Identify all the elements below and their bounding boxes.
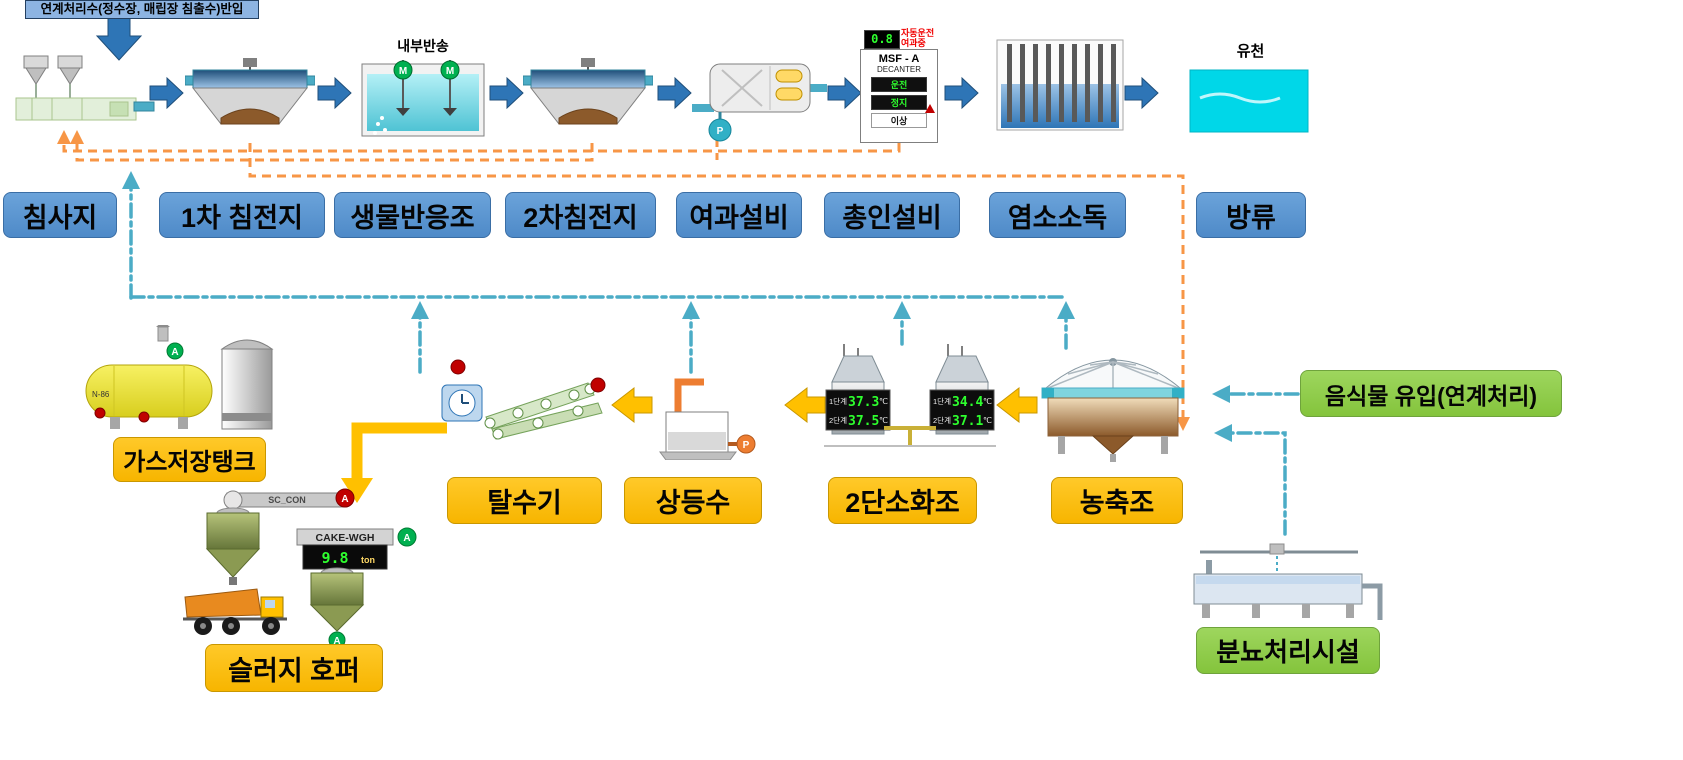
stage-label-bioreactor: 생물반응조 [334, 192, 491, 238]
svg-text:2단계: 2단계 [933, 415, 951, 425]
outfall-icon: 유천 [1188, 40, 1313, 140]
sludge-hopper-group-icon: SC_CON A CAKE-WGH 9.8 ton A [175, 485, 435, 650]
bioreactor-icon: 내부반송 M M [358, 36, 488, 144]
nightsoil-line [1214, 424, 1287, 536]
stage-label-grit: 침사지 [3, 192, 117, 238]
svg-text:℃: ℃ [879, 397, 888, 406]
stage-label-secondary: 2차침전지 [505, 192, 656, 238]
svg-text:2단계: 2단계 [829, 415, 847, 425]
internal-recycle-label: 내부반송 [397, 38, 449, 54]
secondary-clarifier-icon [522, 56, 654, 144]
flow-arrow-icon [489, 76, 524, 110]
phos-auto-status: 자동운전 여과중 [901, 28, 934, 48]
filter-unit-icon: P [692, 52, 827, 147]
alarm-lamp-icon [590, 377, 606, 393]
conveyor-tag: SC_CON [268, 495, 306, 505]
cake-scale-value: 9.8 [321, 549, 348, 567]
nightsoil-facility-icon [1182, 530, 1392, 626]
svg-text:37.1: 37.1 [952, 414, 983, 429]
svg-text:A: A [171, 347, 178, 358]
indicator-a-badge: A [166, 342, 184, 360]
supernatant-tank-icon: P [652, 368, 762, 461]
stage-label-primary: 1차 침전지 [159, 192, 325, 238]
indicator-a-badge: A [397, 527, 417, 547]
stage-label-discharge: 방류 [1196, 192, 1306, 238]
cake-scale-name: CAKE-WGH [316, 532, 375, 544]
svg-text:37.5: 37.5 [848, 414, 879, 429]
alarm-triangle-icon [925, 104, 935, 113]
alarm-lamp-icon [450, 359, 466, 375]
flow-arrow-icon [827, 76, 862, 110]
flow-arrow-icon [1124, 76, 1159, 110]
pump-letter: P [717, 126, 724, 137]
thickener-icon [1038, 348, 1188, 463]
phos-led-value: 0.8 [864, 30, 900, 49]
stage-label-phosphorus: 총인설비 [824, 192, 960, 238]
phos-auto-line2: 여과중 [901, 38, 926, 48]
outfall-label: 유천 [1236, 43, 1265, 60]
svg-text:34.4: 34.4 [952, 395, 983, 410]
stage-label-chlorine: 염소소독 [989, 192, 1126, 238]
svg-text:A: A [333, 636, 340, 647]
digester-readout-right: 1단계 34.4 ℃ 2단계 37.1 ℃ [929, 389, 995, 431]
transfer-arrow-icon [611, 386, 653, 424]
mixer-icon: M [393, 60, 413, 80]
phos-status-fault: 이상 [871, 113, 927, 128]
svg-text:℃: ℃ [983, 397, 992, 406]
flow-arrow-icon [944, 76, 979, 110]
phos-type: DECANTER [876, 65, 921, 74]
digester-readout-left: 1단계 37.3 ℃ 2단계 37.5 ℃ [825, 389, 891, 431]
phosphorus-panel-icon: 0.8 자동운전 여과중 MSF - A DECANTER 운전 정지 이상 [860, 28, 938, 143]
digester-icon: 1단계 37.3 ℃ 2단계 37.5 ℃ 1단계 34.4 ℃ 2단계 37.… [818, 340, 1003, 470]
phos-name: MSF - A [878, 53, 920, 65]
svg-text:1단계: 1단계 [933, 396, 951, 406]
label-digester: 2단소화조 [828, 477, 977, 524]
cake-discharge-elbow [351, 422, 447, 478]
phos-panel-body: MSF - A DECANTER 운전 정지 이상 [860, 49, 938, 143]
indicator-a-badge: A [335, 488, 355, 508]
flow-arrow-icon [657, 76, 692, 110]
inflow-note: 연계처리수(정수장, 매립장 침출수)반입 [25, 0, 259, 19]
gas-storage-icon: A N-86 [80, 321, 280, 437]
grit-chamber-icon [12, 50, 157, 142]
flow-arrow-icon [317, 76, 352, 110]
pump-icon: P [736, 434, 756, 454]
label-nightsoil: 분뇨처리시설 [1196, 627, 1380, 674]
label-gas-tank: 가스저장탱크 [113, 437, 266, 482]
label-dewatering: 탈수기 [447, 477, 602, 524]
primary-clarifier-icon [184, 56, 316, 144]
gas-tank-tag: N-86 [92, 390, 110, 399]
mixer-icon: M [440, 60, 460, 80]
valve-lamp-icon [94, 407, 106, 419]
chlorine-contact-icon [995, 38, 1125, 138]
svg-text:℃: ℃ [983, 416, 992, 425]
phos-auto-line1: 자동운전 [901, 28, 935, 38]
phos-status-stop: 정지 [871, 95, 927, 110]
svg-text:P: P [743, 440, 750, 451]
svg-text:A: A [341, 494, 348, 505]
pump-icon: P [708, 118, 732, 142]
belt-press-icon [438, 355, 618, 460]
phos-status-run: 운전 [871, 77, 927, 92]
label-supernatant: 상등수 [624, 477, 762, 524]
svg-text:℃: ℃ [879, 416, 888, 425]
svg-text:37.3: 37.3 [848, 395, 879, 410]
label-food-waste: 음식물 유입(연계처리) [1300, 370, 1562, 417]
mixer-letter: M [399, 66, 407, 77]
transfer-arrow-icon [996, 386, 1038, 424]
dump-truck-icon [183, 588, 287, 635]
cake-scale-unit: ton [361, 555, 375, 565]
label-thickener: 농축조 [1051, 477, 1183, 524]
label-sludge-hopper: 슬러지 호퍼 [205, 644, 383, 692]
valve-lamp-icon [138, 411, 150, 423]
svg-text:A: A [403, 533, 410, 544]
mixer-letter: M [446, 66, 454, 77]
svg-text:1단계: 1단계 [829, 396, 847, 406]
stage-label-filter: 여과설비 [676, 192, 802, 238]
